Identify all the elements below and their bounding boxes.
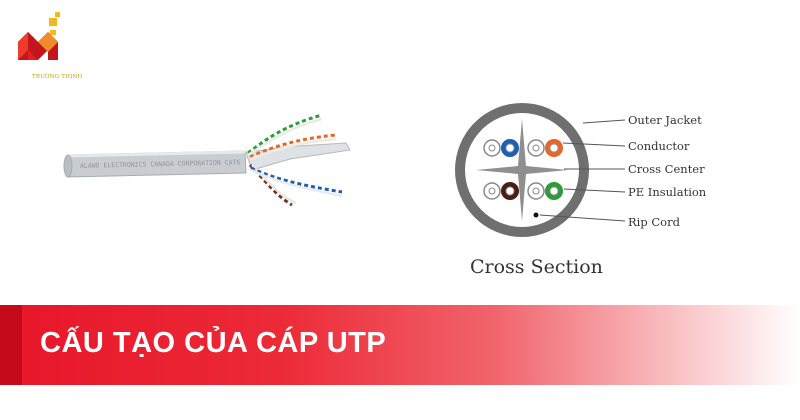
label-outer-jacket: Outer Jacket: [628, 113, 702, 127]
label-conductor: Conductor: [628, 139, 690, 153]
label-pe-insulation: PE Insulation: [628, 185, 707, 199]
label-cross-center: Cross Center: [628, 162, 705, 176]
logo-mark-icon: [18, 12, 60, 60]
utp-cable-illustration: ALAWO ELECTRONICS CANADA CORPORATION CAT…: [63, 113, 351, 207]
cross-section-diagram: Outer Jacket Conductor Cross Center PE I…: [440, 95, 760, 245]
cross-section-caption: Cross Section: [470, 256, 603, 278]
logo-text: TRƯỜNG THỊNH: [32, 74, 83, 80]
title-banner: CẤU TẠO CỦA CÁP UTP: [0, 305, 800, 385]
cross-section-drawing: [455, 103, 626, 237]
banner-title: CẤU TẠO CỦA CÁP UTP: [40, 327, 387, 359]
label-rip-cord: Rip Cord: [628, 215, 680, 229]
cable-jacket-print: ALAWO ELECTRONICS CANADA CORPORATION CAT…: [80, 158, 241, 170]
brand-logo: TRƯỜNG THỊNH: [14, 12, 82, 80]
banner-accent-bar: [0, 305, 22, 385]
